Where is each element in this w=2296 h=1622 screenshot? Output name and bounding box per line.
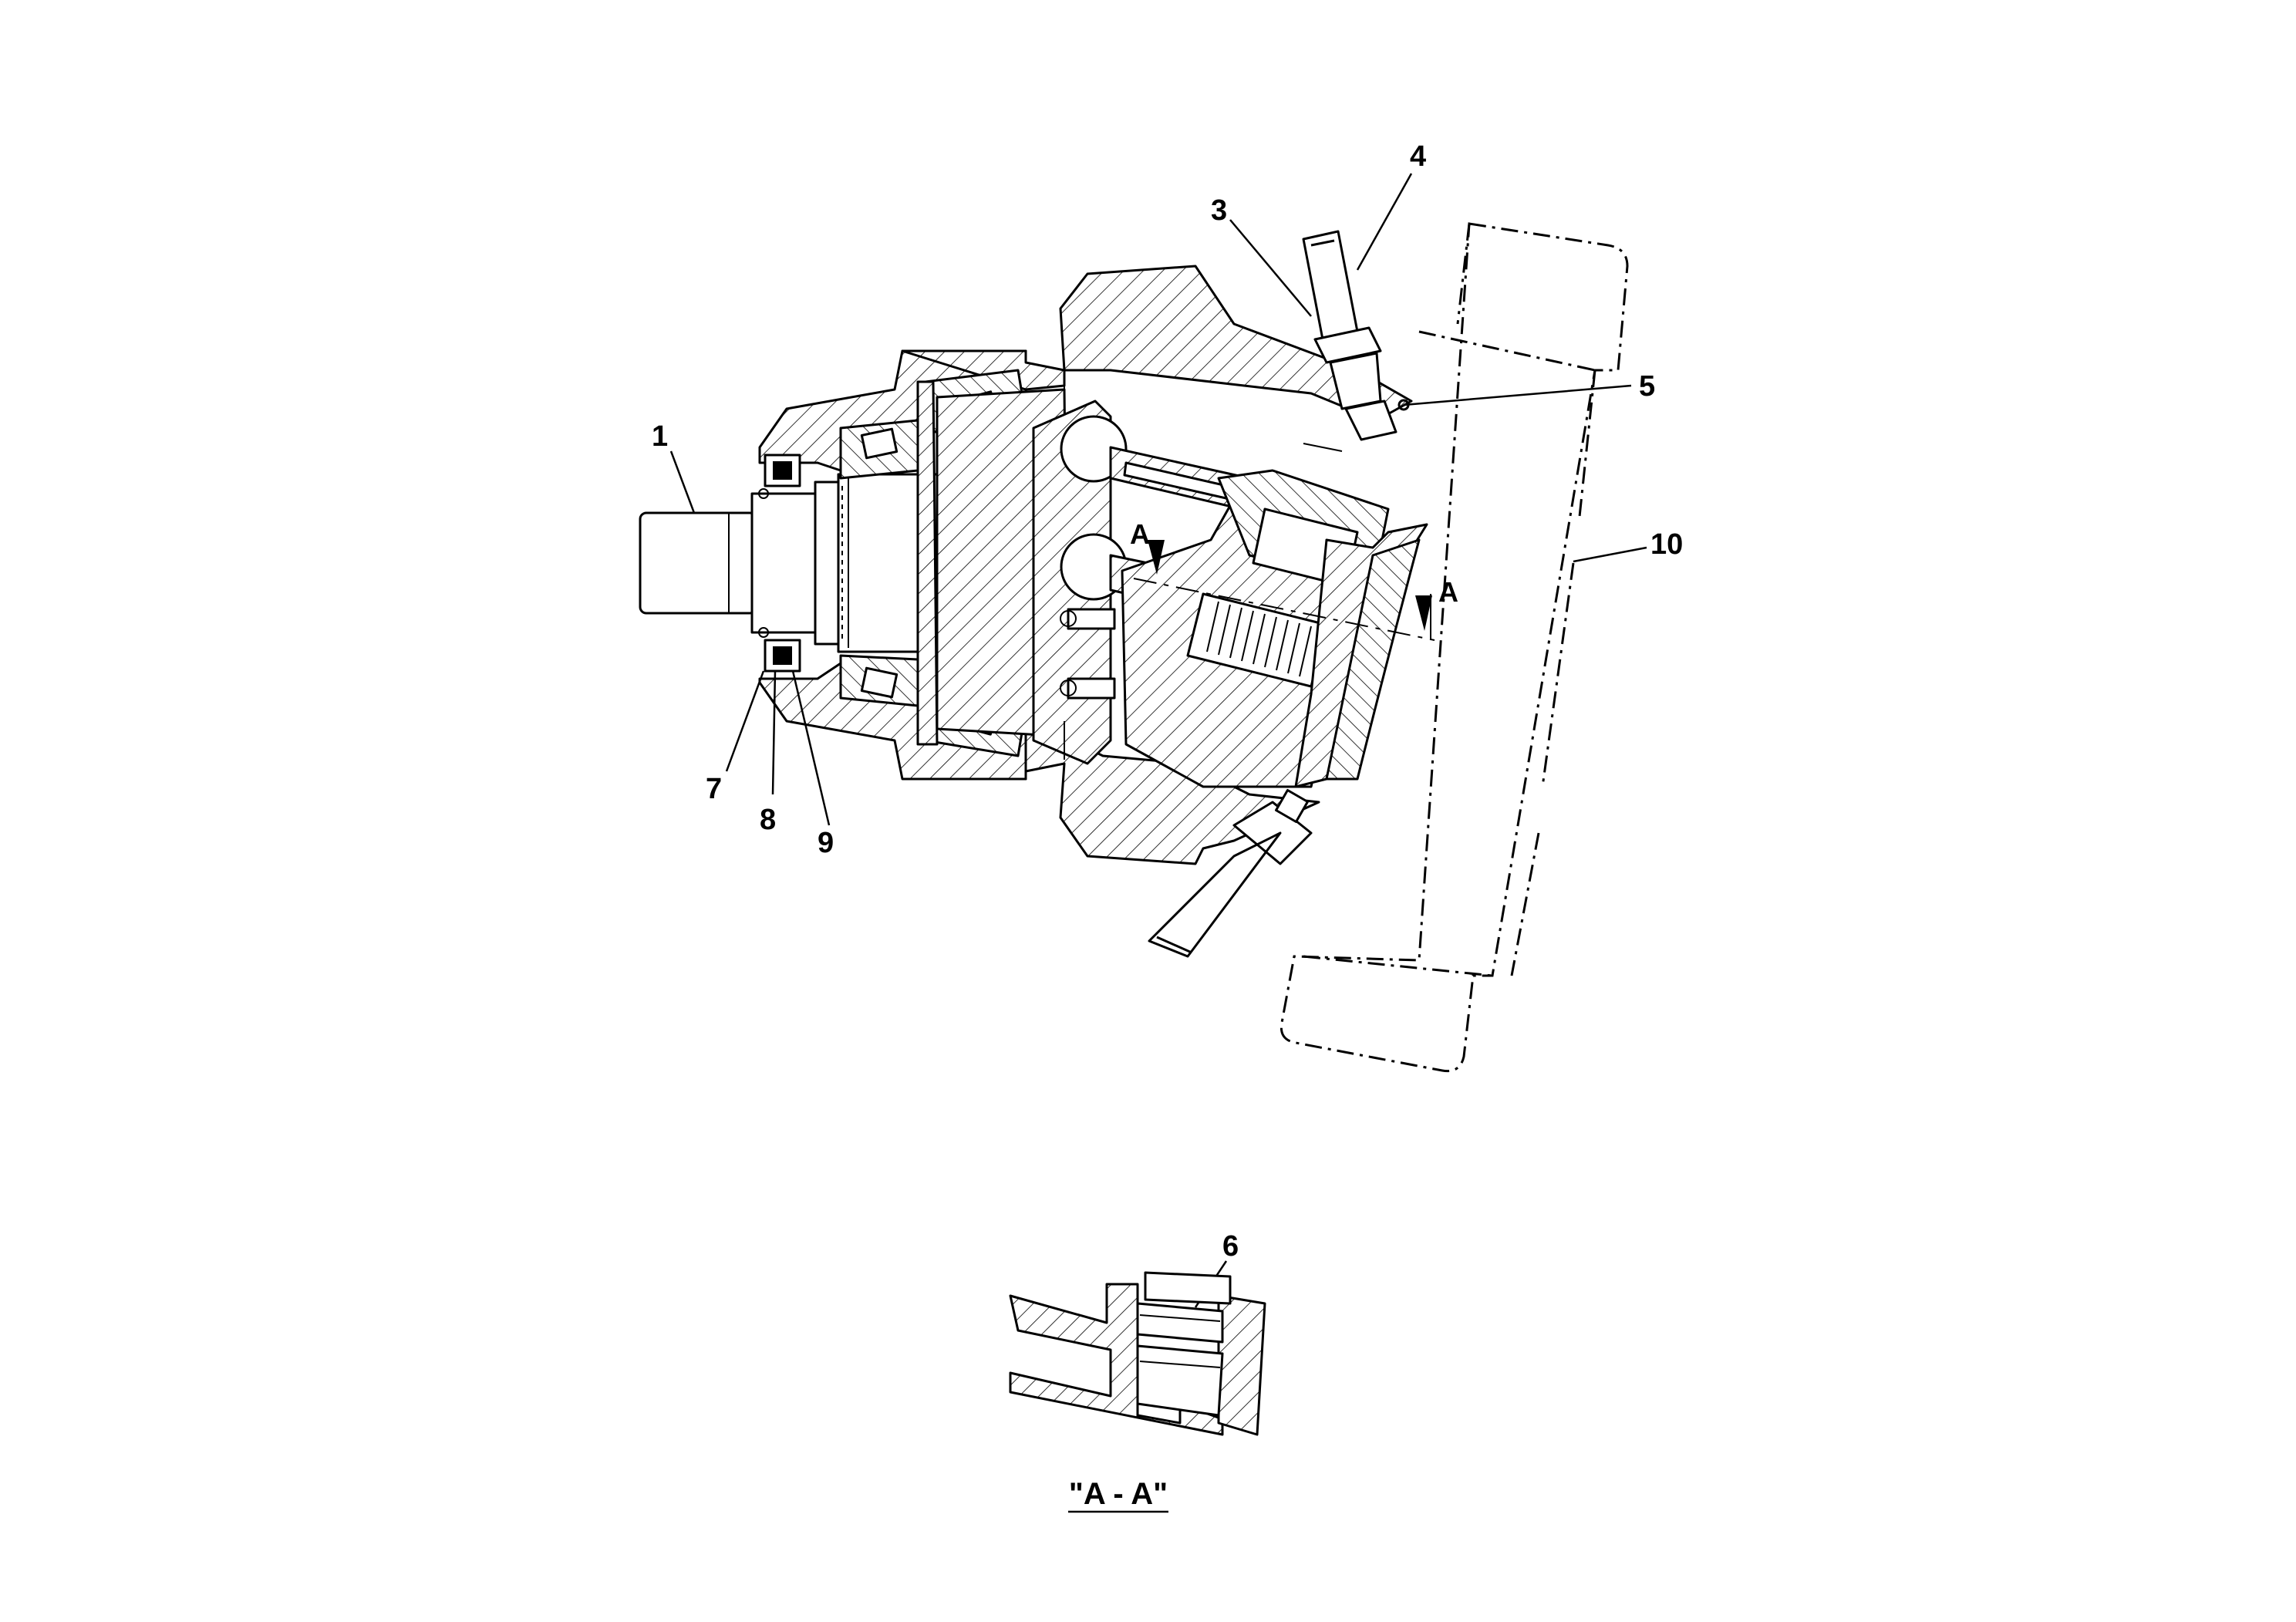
callout-8: 8 (760, 804, 776, 836)
callout-4: 4 (1410, 140, 1426, 173)
section-marker-left: A (1130, 518, 1150, 550)
callout-1: 1 (652, 420, 668, 453)
callout-3: 3 (1211, 194, 1227, 227)
vent-screw-top (1302, 230, 1397, 441)
callout-10: 10 (1650, 528, 1683, 561)
section-marker-right: A (1438, 576, 1458, 608)
section-detail-view (1009, 1271, 1266, 1436)
drain-plug-bottom (1148, 789, 1313, 958)
section-caption: "A - A" (1069, 1477, 1168, 1511)
callout-7: 7 (706, 773, 722, 805)
port-block-outline (1279, 222, 1629, 1073)
shaft-seal-group (758, 454, 801, 673)
piston-ball-joints (1032, 400, 1128, 765)
callout-9: 9 (818, 827, 834, 859)
port-plate (1294, 523, 1428, 788)
section-cut-line (1133, 540, 1435, 641)
callout-5: 5 (1639, 370, 1655, 403)
callout-6: 6 (1222, 1230, 1239, 1263)
main-section-view (639, 222, 1629, 1073)
spring-coils (1206, 601, 1312, 677)
